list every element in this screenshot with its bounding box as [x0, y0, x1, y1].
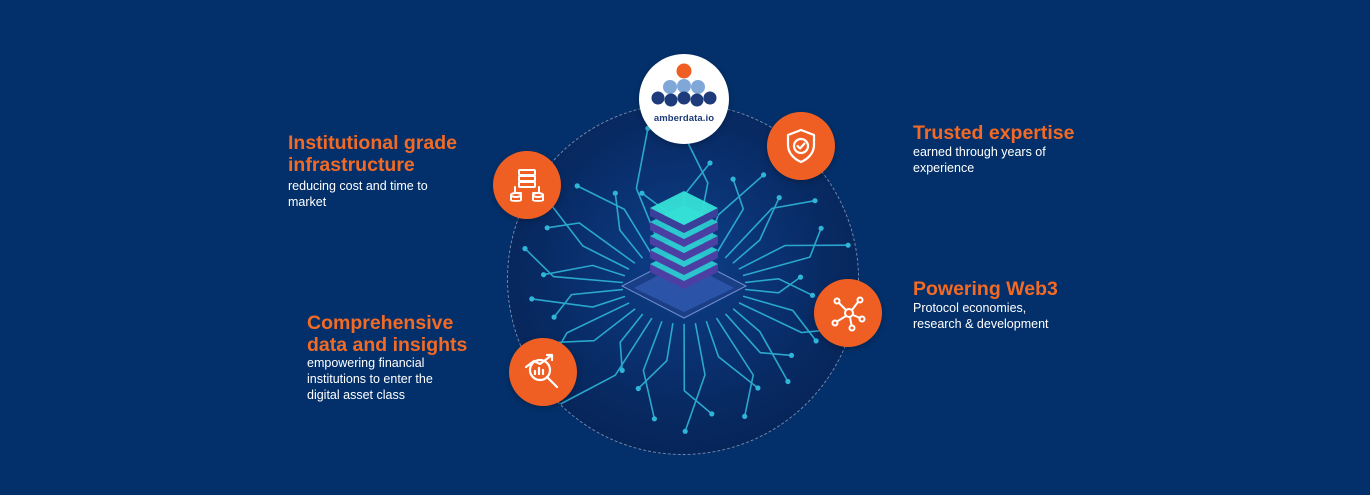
- circuit-node: [730, 176, 736, 182]
- circuit-node: [709, 411, 715, 417]
- circuit-trace: [724, 199, 816, 259]
- expertise-description: earned through years of experience: [913, 144, 1046, 176]
- amberdata-logo-mark: [651, 63, 717, 107]
- circuit-node: [845, 242, 851, 248]
- circuit-node: [555, 402, 561, 409]
- amberdata-logo: amberdata.io: [639, 54, 729, 144]
- circuit-node: [755, 385, 761, 391]
- circuit-trace: [738, 244, 849, 270]
- circuit-node: [551, 314, 557, 320]
- circuit-node: [682, 428, 688, 434]
- circuit-illustration: [522, 125, 857, 434]
- circuit-node: [639, 190, 645, 196]
- circuit-trace: [524, 247, 624, 284]
- circuit-node: [619, 367, 625, 373]
- circuit-node: [544, 225, 550, 231]
- circuit-trace: [546, 198, 630, 270]
- web3-title-line-1: Powering Web3: [913, 278, 1058, 300]
- expertise-title: Trusted expertise: [913, 122, 1074, 144]
- web3-desc-line-1: Protocol economies,: [913, 301, 1027, 315]
- circuit-node: [574, 183, 580, 189]
- circuit-trace: [614, 192, 643, 259]
- infrastructure-desc-line-2: market: [288, 195, 327, 209]
- circuit-node: [797, 274, 804, 280]
- circuit-trace: [642, 321, 663, 420]
- circuit-trace: [576, 185, 652, 255]
- circuit-node: [788, 352, 795, 358]
- web3-title: Powering Web3: [913, 278, 1058, 300]
- circuit-trace: [546, 222, 636, 264]
- infrastructure-desc-line-1: reducing cost and time to: [288, 179, 428, 193]
- circuit-trace: [552, 308, 636, 344]
- insights-title-line-2: data and insights: [307, 334, 468, 356]
- circuit-trace: [744, 276, 802, 294]
- insights-title-line-1: Comprehensive: [307, 312, 454, 334]
- circuit-node: [776, 195, 782, 201]
- circuit-trace: [637, 323, 674, 390]
- infrastructure-description: reducing cost and time to market: [288, 178, 428, 210]
- circuit-node: [812, 198, 818, 204]
- circuit-node: [761, 172, 767, 178]
- circuit-node: [707, 160, 713, 166]
- circuit-trace: [683, 323, 713, 415]
- network-nodes-icon: [814, 279, 882, 347]
- insights-title: Comprehensive data and insights: [307, 312, 467, 356]
- circuit-trace: [725, 313, 793, 357]
- circuit-trace: [684, 323, 706, 433]
- circuit-trace: [732, 196, 780, 264]
- circuit-node: [651, 416, 657, 422]
- web3-desc-line-2: research & development: [913, 317, 1049, 331]
- server-layer: [650, 191, 718, 233]
- infrastructure-title: Institutional grade infrastructure: [288, 132, 457, 176]
- circuit-trace: [553, 288, 624, 318]
- circuit-node: [635, 385, 641, 392]
- logo-wordmark: amberdata.io: [653, 113, 715, 124]
- circuit-node: [813, 338, 819, 344]
- circuit-trace: [531, 295, 626, 308]
- server-database-icon: [493, 151, 561, 219]
- expertise-desc-line-2: experience: [913, 161, 975, 175]
- circuit-node: [809, 292, 816, 298]
- circuit-trace: [619, 313, 644, 372]
- shield-check-icon: [767, 112, 835, 180]
- magnifier-chart-icon: [509, 338, 577, 406]
- circuit-trace: [742, 227, 822, 277]
- circuit-node: [785, 378, 791, 385]
- insights-description: empowering financial institutions to ent…: [307, 355, 433, 403]
- circuit-trace: [556, 317, 653, 407]
- circuit-trace: [732, 308, 789, 383]
- insights-desc-line-2: institutions to enter the: [307, 372, 433, 386]
- insights-desc-line-1: empowering financial: [307, 356, 425, 370]
- expertise-title-line-1: Trusted expertise: [913, 122, 1075, 144]
- circuit-node: [529, 296, 535, 302]
- circuit-trace: [542, 264, 626, 277]
- circuit-node: [742, 413, 748, 419]
- insights-desc-line-3: digital asset class: [307, 388, 405, 402]
- circuit-node: [522, 246, 528, 252]
- infrastructure-title-line-2: infrastructure: [288, 154, 415, 176]
- circuit-trace: [705, 321, 759, 389]
- circuit-trace: [742, 295, 817, 342]
- circuit-trace: [715, 178, 745, 255]
- circuit-trace: [744, 277, 814, 297]
- web3-description: Protocol economies, research & developme…: [913, 300, 1049, 332]
- circuit-node: [818, 225, 824, 231]
- infrastructure-title-line-1: Institutional grade: [288, 132, 458, 154]
- circuit-trace: [716, 317, 755, 418]
- expertise-desc-line-1: earned through years of: [913, 145, 1046, 159]
- circuit-node: [541, 272, 547, 278]
- circuit-node: [612, 190, 618, 196]
